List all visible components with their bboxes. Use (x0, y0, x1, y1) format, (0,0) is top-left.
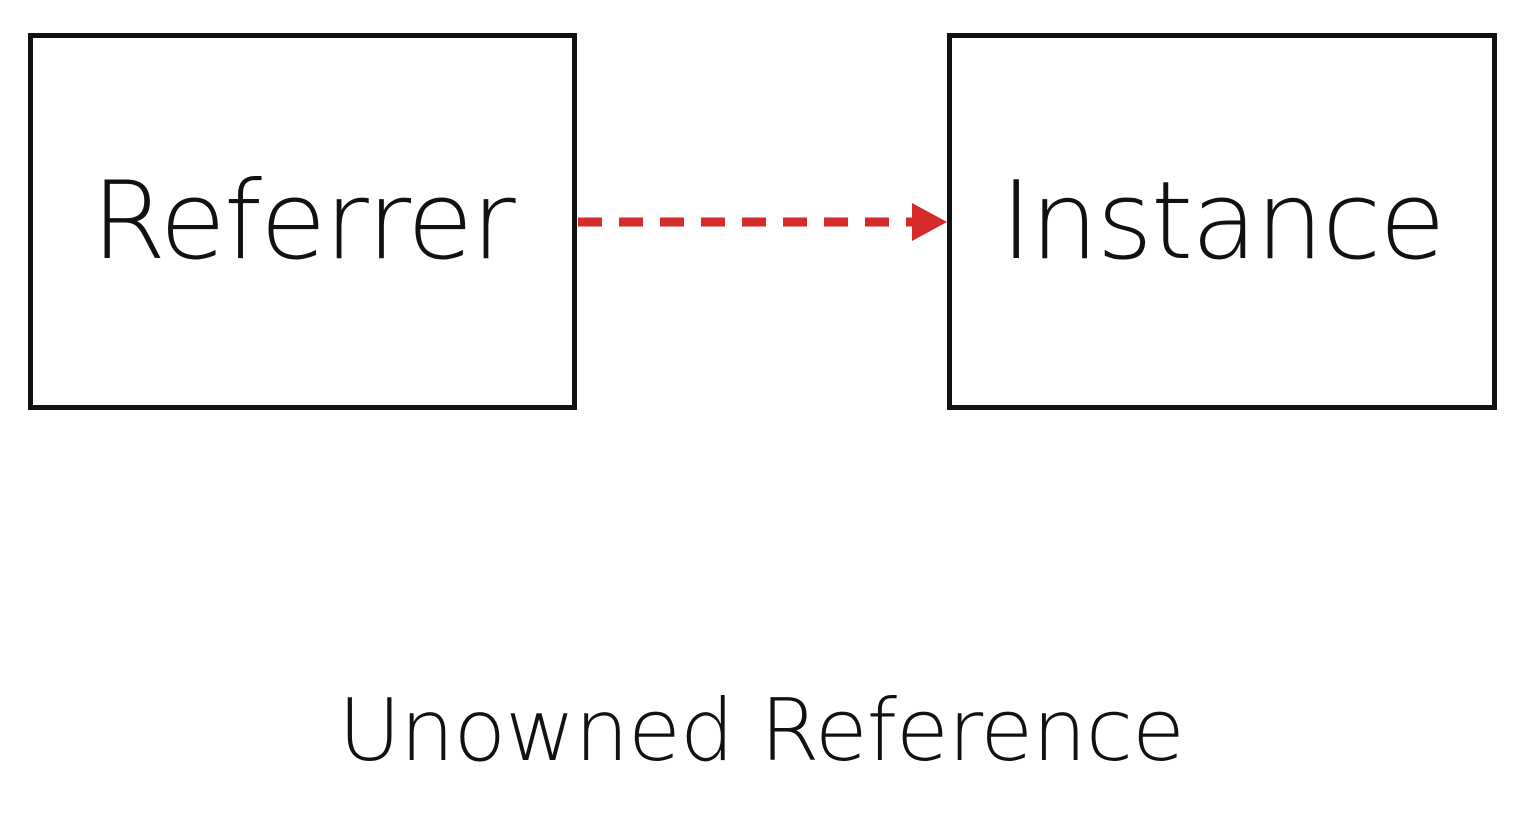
instance-box: Instance (947, 33, 1497, 410)
arrow-head-icon (912, 203, 947, 241)
instance-label: Instance (1000, 158, 1445, 284)
referrer-label: Referrer (91, 158, 515, 284)
referrer-box: Referrer (28, 33, 577, 410)
diagram-caption: Unowned Reference (338, 681, 1185, 781)
